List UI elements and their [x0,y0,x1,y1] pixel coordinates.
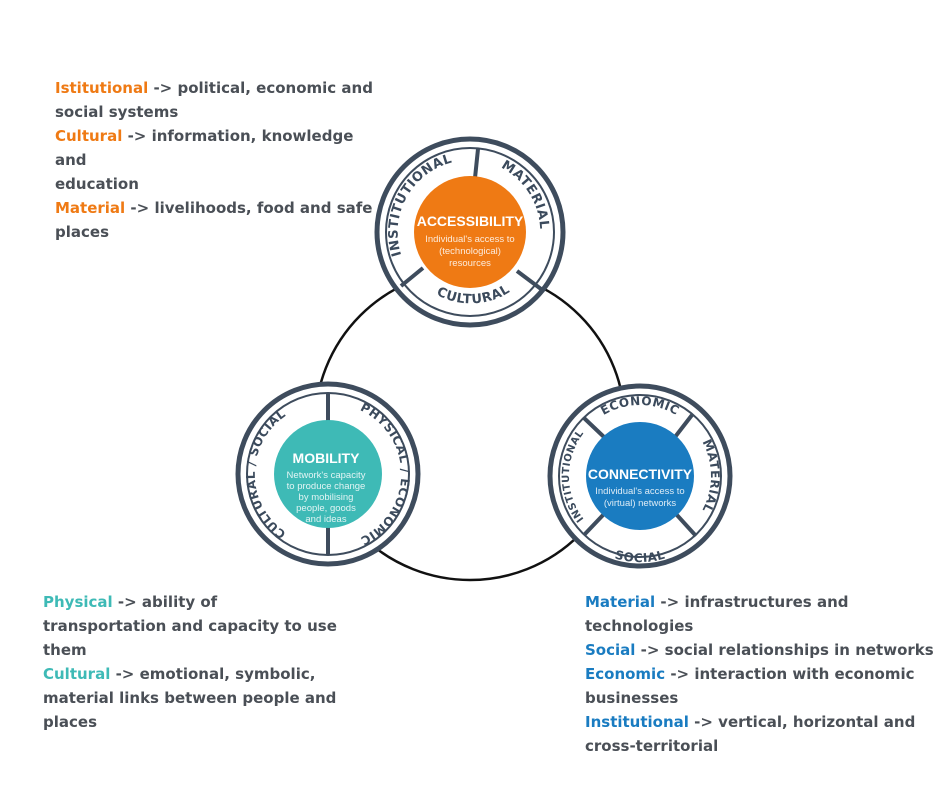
accessibility-notes: Istitutional -> political, economic and … [55,76,385,244]
note-text: technologies [585,617,694,635]
note-key: Material [55,199,126,217]
note-line: places [43,710,353,734]
note-text: -> ability of [112,593,218,611]
note-line: Institutional -> vertical, horizontal an… [585,710,935,734]
note-key: Cultural [43,665,111,683]
mobility-desc-2: to produce change [287,481,366,492]
note-key: Physical [43,593,113,611]
note-text: places [55,223,109,241]
accessibility-desc-3: resources [449,258,491,269]
note-line: Cultural -> information, knowledge and [55,124,385,172]
mobility-notes: Physical -> ability of transportation an… [43,590,353,734]
note-line: material links between people and [43,686,353,710]
note-key: Social [585,641,636,659]
note-line: them [43,638,353,662]
note-line: Social -> social relationships in networ… [585,638,935,662]
connectivity-segment-3: SOCIAL [614,548,666,566]
note-line: Economic -> interaction with economic [585,662,935,686]
note-line: Physical -> ability of [43,590,353,614]
note-text: them [43,641,87,659]
accessibility-badge: INSTITUTIONAL MATERIAL CULTURAL ACCESSIB… [374,136,566,328]
mobility-hub [274,420,382,528]
connectivity-hub [586,422,694,530]
note-text: education [55,175,139,193]
note-line: transportation and capacity to use [43,614,353,638]
note-line: education [55,172,385,196]
note-key: Material [585,593,656,611]
note-line: cross-territorial [585,734,935,758]
note-line: social systems [55,100,385,124]
note-key: Istitutional [55,79,149,97]
note-text: material links between people and [43,689,337,707]
connectivity-badge: ECONOMIC MATERIAL SOCIAL INSTITUTIONAL C… [547,383,733,569]
note-text: -> vertical, horizontal and [688,713,916,731]
mobility-badge: CULTURAL / SOCIAL PHYSICAL / ECONOMIC MO… [235,381,421,567]
note-text: -> political, economic and [148,79,373,97]
note-text: places [43,713,97,731]
accessibility-desc-2: (technological) [439,246,501,257]
note-text: -> interaction with economic [665,665,915,683]
note-text: -> social relationships in networks [635,641,934,659]
svg-text:SOCIAL: SOCIAL [614,548,667,566]
note-line: technologies [585,614,935,638]
note-key: Cultural [55,127,123,145]
note-line: Material -> livelihoods, food and safe [55,196,385,220]
mobility-desc-5: and ideas [305,514,346,525]
connectivity-title: CONNECTIVITY [588,466,693,482]
mobility-desc-3: by mobilising [299,492,354,503]
note-text: cross-territorial [585,737,719,755]
accessibility-hub [414,176,526,288]
note-key: Economic [585,665,666,683]
note-line: Cultural -> emotional, symbolic, [43,662,353,686]
connectivity-desc-2: (virtual) networks [604,498,677,509]
accessibility-title: ACCESSIBILITY [417,213,524,229]
mobility-desc-1: Network's capacity [287,470,366,481]
note-text: businesses [585,689,679,707]
note-key: Institutional [585,713,689,731]
note-text: -> emotional, symbolic, [110,665,316,683]
note-text: -> infrastructures and [655,593,849,611]
note-line: Istitutional -> political, economic and [55,76,385,100]
connectivity-desc-1: Individual's access to [595,486,684,497]
note-line: Material -> infrastructures and [585,590,935,614]
mobility-title: MOBILITY [293,450,361,466]
note-text: -> livelihoods, food and safe [125,199,373,217]
note-text: -> information, knowledge and [55,127,354,169]
note-text: transportation and capacity to use [43,617,337,635]
note-text: social systems [55,103,179,121]
accessibility-desc-1: Individual's access to [425,234,514,245]
connectivity-notes: Material -> infrastructures and technolo… [585,590,935,758]
mobility-desc-4: people, goods [296,503,356,514]
note-line: places [55,220,385,244]
note-line: businesses [585,686,935,710]
